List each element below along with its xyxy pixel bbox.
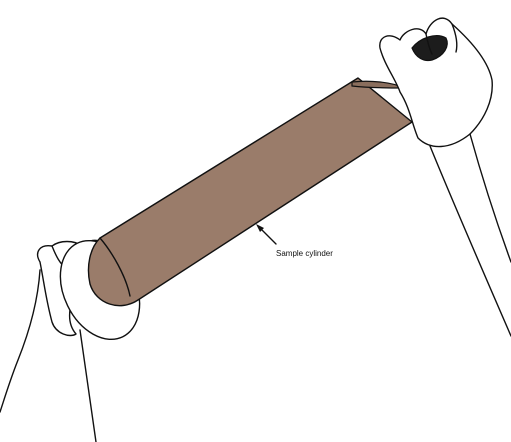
callout-label: Sample cylinder xyxy=(276,249,333,258)
right-hand xyxy=(380,18,511,336)
right-arm-outer-line xyxy=(470,134,511,262)
left-forearm-outer-line xyxy=(0,270,40,412)
sample-cylinder xyxy=(88,78,412,306)
cylinder-body xyxy=(88,78,412,306)
callout-leader-line xyxy=(260,228,276,244)
callout: Sample cylinder xyxy=(256,224,333,258)
right-arm-inner-line xyxy=(430,146,511,336)
left-forearm-inner-line xyxy=(80,330,96,442)
